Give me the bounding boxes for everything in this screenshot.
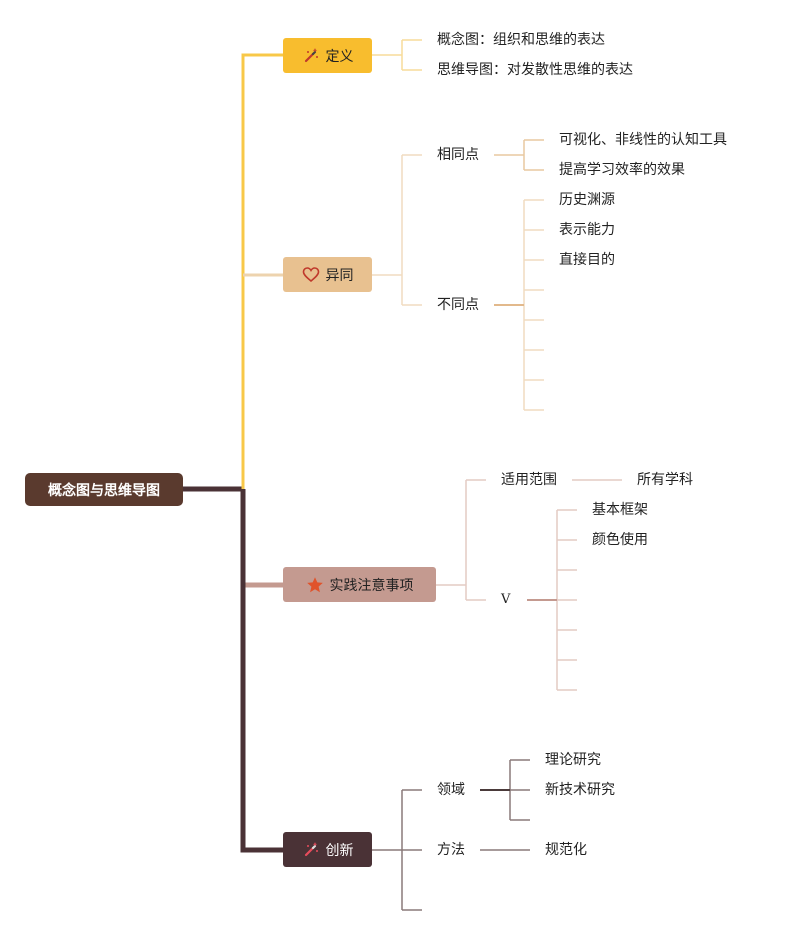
same-point-node[interactable]: 相同点 xyxy=(437,147,479,163)
v-item-color[interactable]: 颜色使用 xyxy=(592,532,648,548)
same-item-efficiency[interactable]: 提高学习效率的效果 xyxy=(559,162,685,178)
field-item-new-tech[interactable]: 新技术研究 xyxy=(545,782,615,798)
branch-innovation[interactable]: 创新 xyxy=(283,832,372,867)
connector-definition xyxy=(241,53,283,489)
connector-definition-leaves xyxy=(372,39,422,71)
method-node[interactable]: 方法 xyxy=(437,842,465,858)
different-item-history[interactable]: 历史渊源 xyxy=(559,192,615,208)
magic-wand-icon xyxy=(302,47,320,65)
connector-same-leaves xyxy=(494,139,544,171)
connector-innovation xyxy=(240,489,283,853)
method-value[interactable]: 规范化 xyxy=(545,842,587,858)
connector-difference-children xyxy=(372,154,422,306)
branch-difference-label: 异同 xyxy=(325,267,354,284)
different-point-node[interactable]: 不同点 xyxy=(437,297,479,313)
field-item-theory[interactable]: 理论研究 xyxy=(545,752,601,768)
branch-practice[interactable]: 实践注意事项 xyxy=(283,567,436,602)
root-label: 概念图与思维导图 xyxy=(48,482,160,499)
scope-node[interactable]: 适用范围 xyxy=(501,472,557,488)
star-icon xyxy=(306,576,324,594)
magic-wand-icon xyxy=(302,841,320,859)
definition-item-mind-map[interactable]: 思维导图：对发散性思维的表达 xyxy=(437,62,633,78)
root-node[interactable]: 概念图与思维导图 xyxy=(25,473,183,506)
scope-value[interactable]: 所有学科 xyxy=(637,472,693,488)
heart-icon xyxy=(302,266,320,284)
branch-practice-label: 实践注意事项 xyxy=(329,577,414,594)
branch-definition[interactable]: 定义 xyxy=(283,38,372,73)
field-node[interactable]: 领域 xyxy=(437,782,465,798)
different-item-expression[interactable]: 表示能力 xyxy=(559,222,615,238)
connector-practice xyxy=(240,489,283,588)
branch-innovation-label: 创新 xyxy=(325,842,354,859)
connector-innovation-children xyxy=(372,789,422,911)
definition-item-concept-map[interactable]: 概念图：组织和思维的表达 xyxy=(437,32,605,48)
branch-difference[interactable]: 异同 xyxy=(283,257,372,292)
connector-practice-children xyxy=(436,479,486,601)
v-node[interactable]: V xyxy=(501,592,511,607)
branch-definition-label: 定义 xyxy=(325,48,354,65)
v-item-framework[interactable]: 基本框架 xyxy=(592,502,648,518)
different-item-purpose[interactable]: 直接目的 xyxy=(559,252,615,268)
same-item-visual-tool[interactable]: 可视化、非线性的认知工具 xyxy=(559,132,727,148)
